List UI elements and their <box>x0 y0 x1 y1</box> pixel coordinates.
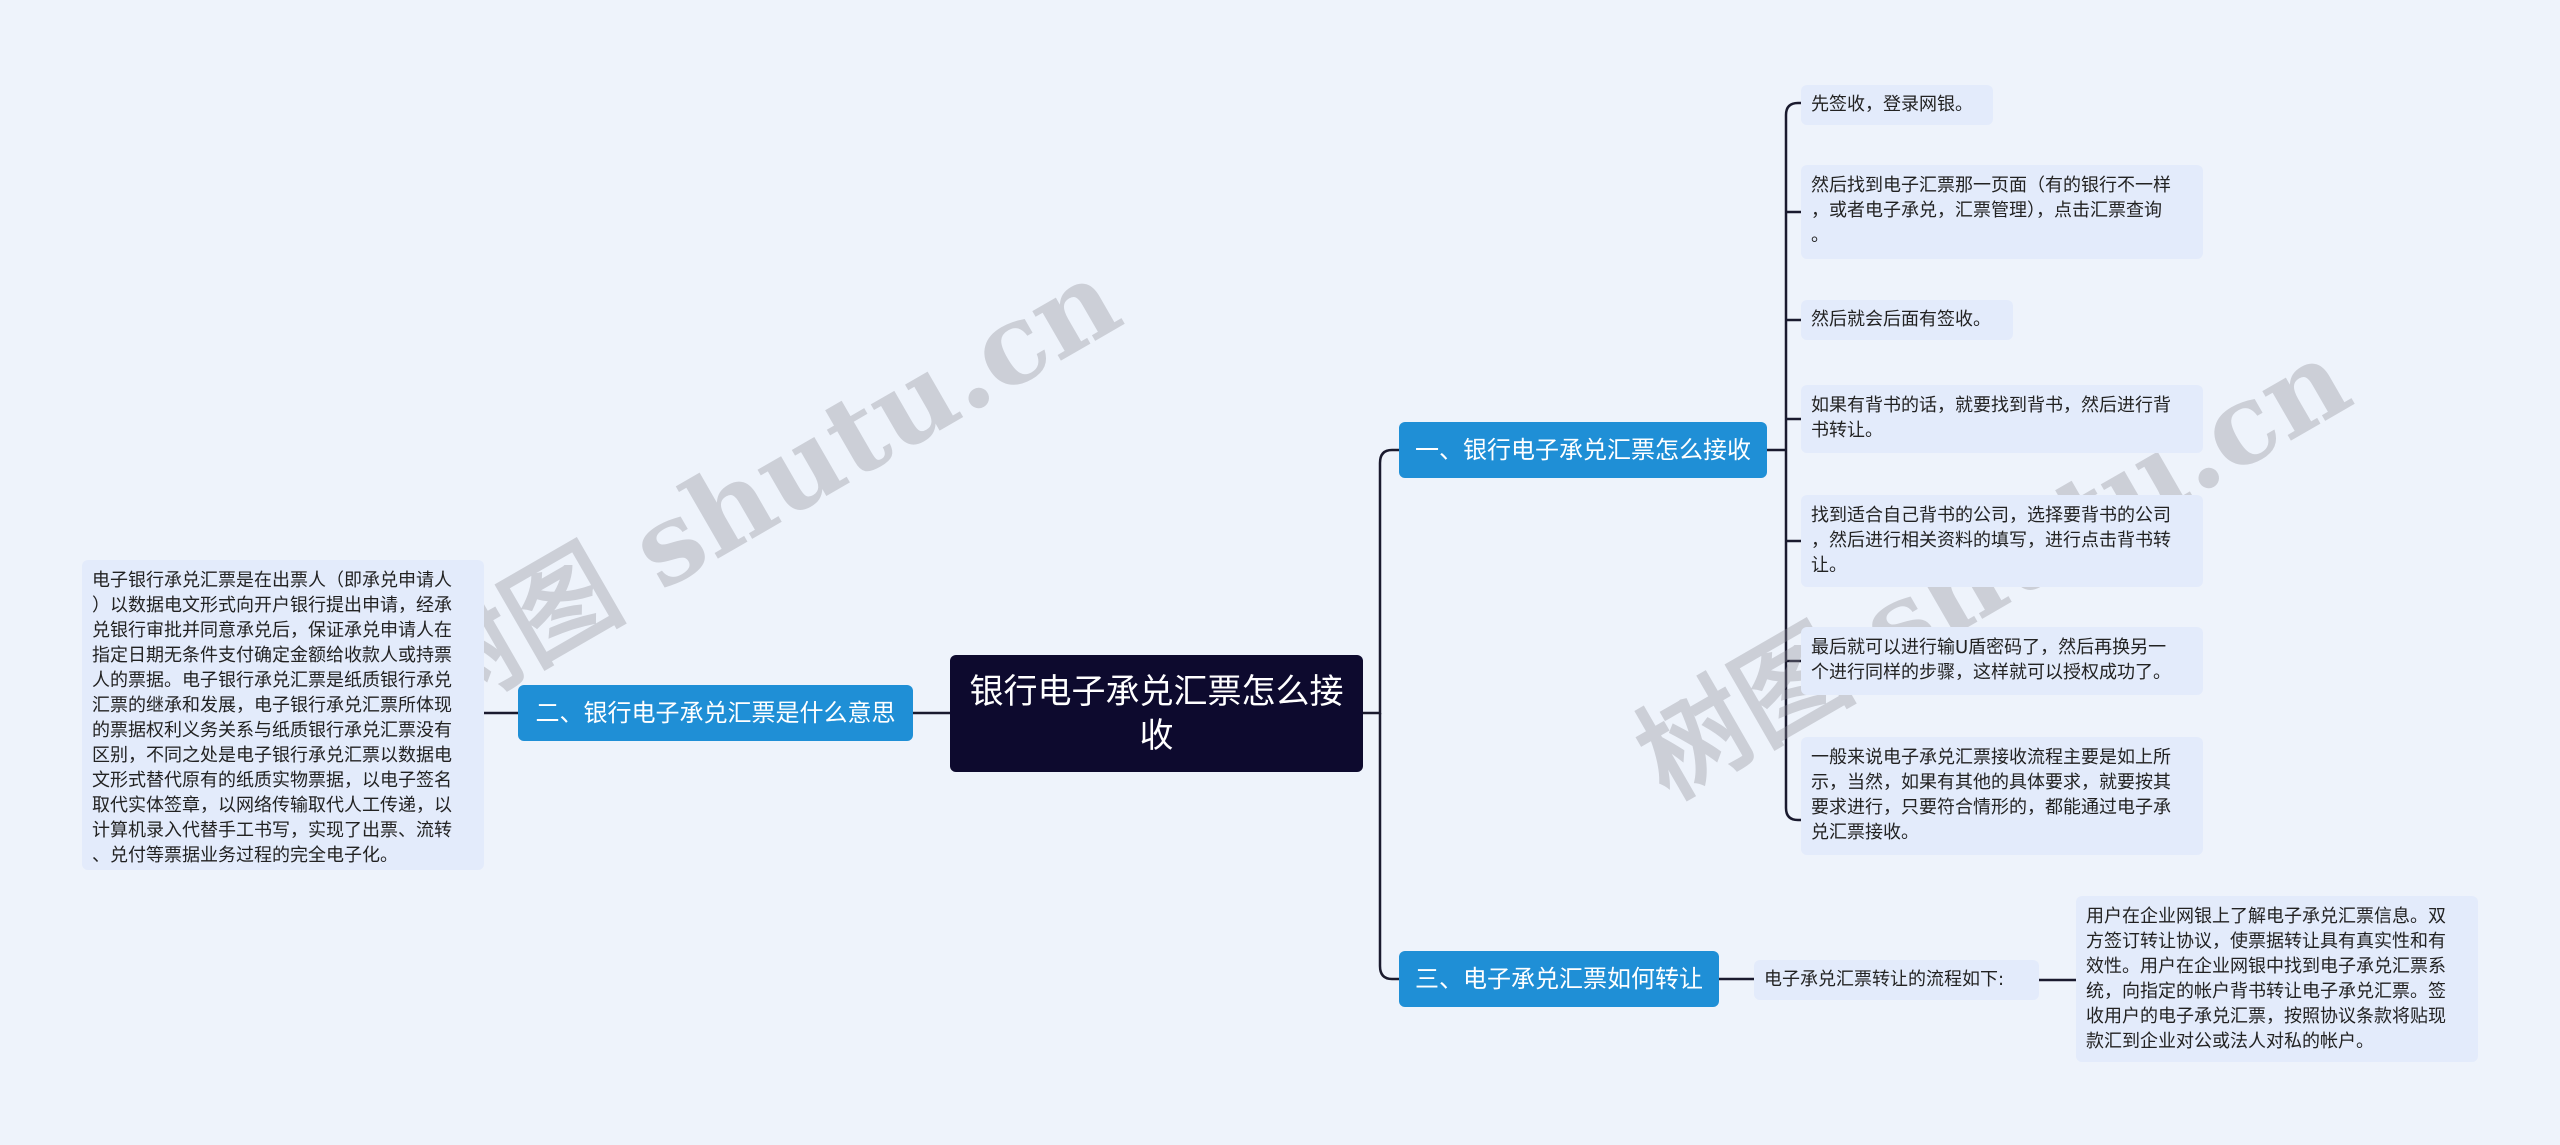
leaf-node[interactable]: 电子承兑汇票转让的流程如下: <box>1754 960 2039 1000</box>
leaf-node[interactable]: 先签收，登录网银。 <box>1801 85 1993 125</box>
leaf-node[interactable]: 最后就可以进行输U盾密码了，然后再换另一 个进行同样的步骤，这样就可以授权成功了… <box>1801 627 2203 695</box>
leaf-node[interactable]: 然后就会后面有签收。 <box>1801 300 2013 340</box>
branch-node-transfer[interactable]: 三、电子承兑汇票如何转让 <box>1399 951 1719 1007</box>
leaf-node[interactable]: 如果有背书的话，就要找到背书，然后进行背 书转让。 <box>1801 385 2203 453</box>
leaf-node-detail[interactable]: 用户在企业网银上了解电子承兑汇票信息。双 方签订转让协议，使票据转让具有真实性和… <box>2076 896 2478 1062</box>
root-label: 银行电子承兑汇票怎么接收 <box>969 671 1344 756</box>
branch-node-receive[interactable]: 一、银行电子承兑汇票怎么接收 <box>1399 422 1767 478</box>
root-node[interactable]: 银行电子承兑汇票怎么接收 <box>950 655 1363 772</box>
leaf-node[interactable]: 电子银行承兑汇票是在出票人（即承兑申请人 ）以数据电文形式向开户银行提出申请，经… <box>82 560 484 870</box>
branch-node-meaning[interactable]: 二、银行电子承兑汇票是什么意思 <box>518 685 913 741</box>
leaf-node[interactable]: 然后找到电子汇票那一页面（有的银行不一样 ，或者电子承兑，汇票管理），点击汇票查… <box>1801 165 2203 259</box>
leaf-node[interactable]: 一般来说电子承兑汇票接收流程主要是如上所 示，当然，如果有其他的具体要求，就要按… <box>1801 737 2203 855</box>
leaf-node[interactable]: 找到适合自己背书的公司，选择要背书的公司 ，然后进行相关资料的填写，进行点击背书… <box>1801 495 2203 587</box>
